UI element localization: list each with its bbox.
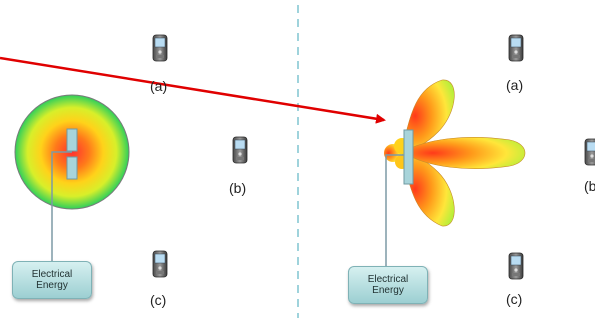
- main-beam-lobe: [401, 137, 526, 169]
- left-phone-c-label: (c): [150, 292, 167, 308]
- left-phone-c-icon: [152, 250, 168, 278]
- right-phone-a-icon: [508, 34, 524, 62]
- left-electrical-energy-box: Electrical Energy: [12, 261, 92, 299]
- left-phone-b-label: (b): [229, 180, 247, 196]
- left-phone-b-icon: [232, 136, 248, 164]
- left-energy-line1: Electrical: [31, 269, 73, 280]
- left-phone-a-icon: [152, 34, 168, 62]
- left-phone-a-label: (a): [150, 78, 168, 94]
- left-panel: [14, 34, 248, 278]
- right-phone-b-label: (b): [584, 178, 595, 194]
- right-electrical-energy-box: Electrical Energy: [348, 266, 428, 304]
- pointer-arrow: [0, 56, 386, 124]
- right-feed-line: [385, 154, 404, 268]
- right-phone-b-icon: [584, 138, 595, 166]
- left-feed-line: [51, 151, 72, 262]
- right-panel: [384, 34, 595, 280]
- right-antenna-array: [403, 129, 414, 185]
- right-phone-a-label: (a): [506, 77, 524, 93]
- left-antenna-element-bottom: [66, 156, 78, 180]
- right-energy-line1: Electrical: [367, 274, 409, 285]
- right-phone-c-label: (c): [506, 291, 523, 307]
- right-phone-c-icon: [508, 252, 524, 280]
- left-energy-line2: Energy: [36, 280, 68, 291]
- right-energy-line2: Energy: [372, 285, 404, 296]
- left-antenna-element-top: [66, 128, 78, 152]
